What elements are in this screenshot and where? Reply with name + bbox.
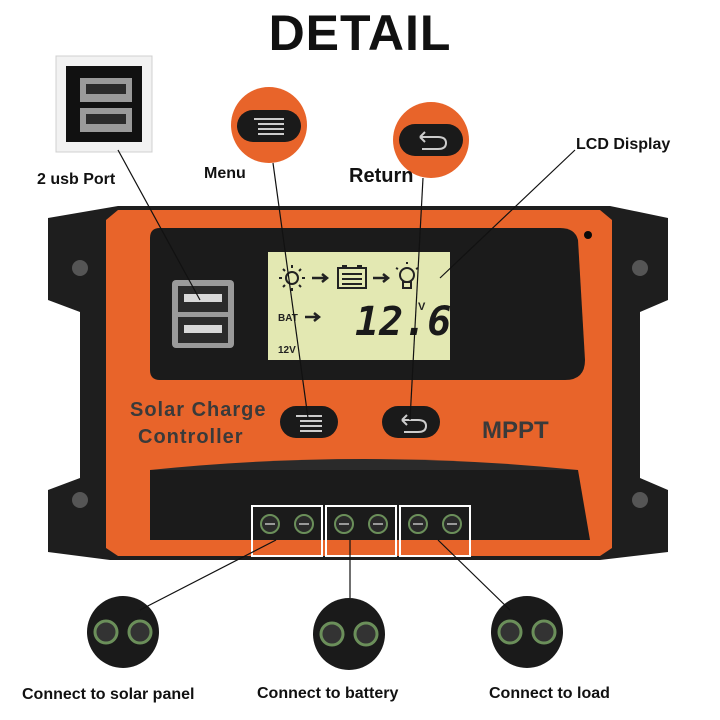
load-terminal-callout <box>491 596 563 668</box>
usb-port-label: 2 usb Port <box>37 171 116 188</box>
battery-icon <box>337 265 367 289</box>
leader-lines <box>117 149 576 611</box>
lcd-unit: V <box>418 301 426 313</box>
device-return-button[interactable] <box>382 406 440 438</box>
battery-label: Connect to battery <box>257 685 399 702</box>
page-title: DETAIL <box>268 5 452 61</box>
return-icon <box>401 414 428 433</box>
menu-icon <box>296 415 322 432</box>
device-menu-button[interactable] <box>280 406 338 438</box>
return-label: Return <box>349 165 414 187</box>
solar-terminal-callout <box>87 596 159 668</box>
return-callout <box>393 102 469 178</box>
lcd-display-label: LCD Display <box>576 136 671 153</box>
menu-callout <box>231 87 307 163</box>
lcd-bat-label: BAT <box>278 313 298 324</box>
sun-icon <box>279 265 305 291</box>
model-label: MPPT <box>482 417 549 444</box>
load-label: Connect to load <box>489 685 610 702</box>
lcd-voltage-value: 12.6 <box>355 299 451 345</box>
usb-icon <box>172 280 234 348</box>
brand-line-2: Controller <box>138 426 244 448</box>
brand-line-1: Solar Charge <box>130 399 266 421</box>
battery-terminal-callout <box>313 598 385 670</box>
device-terminals <box>251 505 471 557</box>
solar-panel-label: Connect to solar panel <box>22 686 195 703</box>
lcd-display: BAT 12.6 V 12V <box>268 252 451 360</box>
bulb-icon <box>395 262 419 289</box>
lcd-system-voltage: 12V <box>278 345 296 356</box>
menu-label: Menu <box>204 165 246 182</box>
usb-callout <box>55 55 153 153</box>
